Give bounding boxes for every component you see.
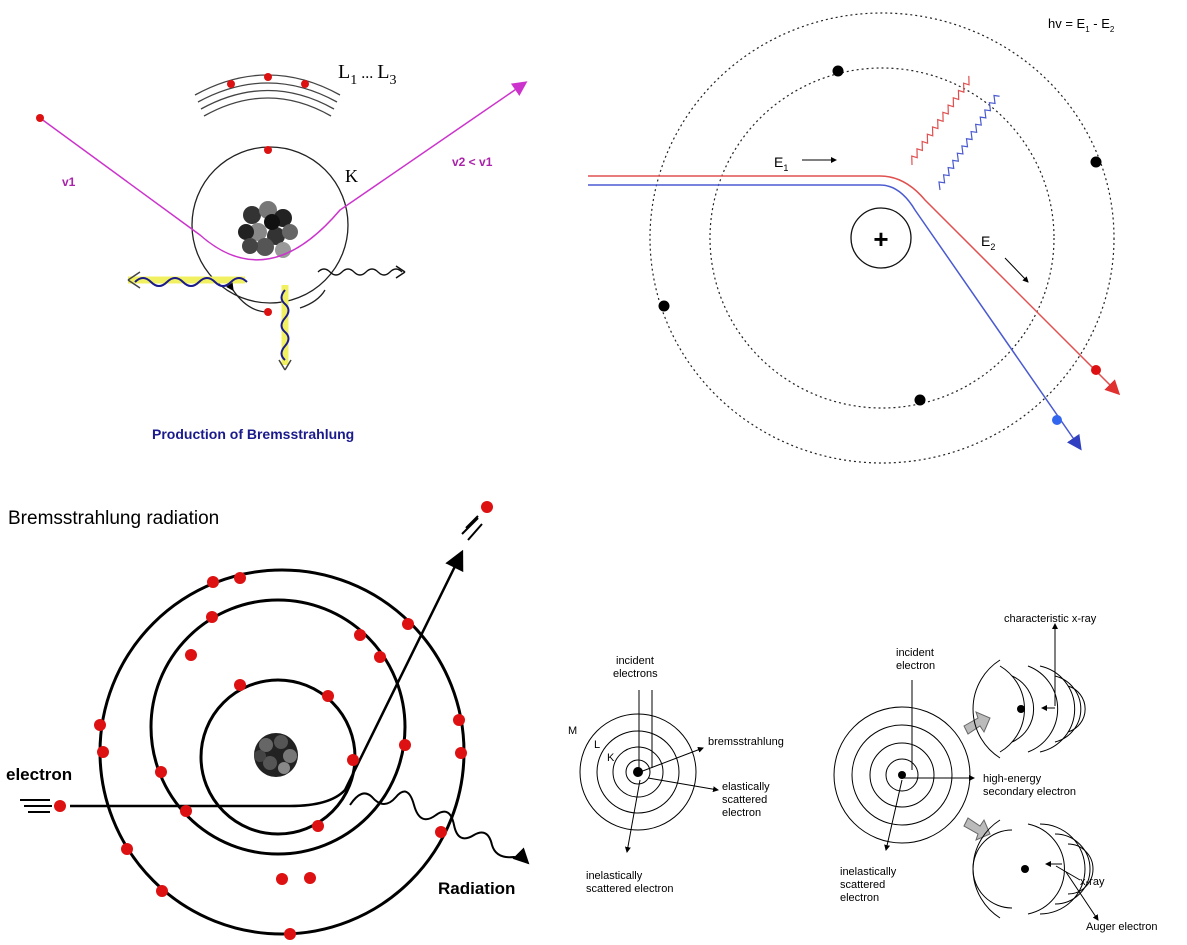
nucleus xyxy=(1021,865,1029,873)
inelastic-label: electron xyxy=(840,892,879,904)
nucleus-plus: + xyxy=(873,224,888,254)
caption-production-of-bremsstrahlung: Production of Bremsstrahlung xyxy=(152,426,354,442)
incident-label: incident xyxy=(616,655,654,667)
auger-arrow xyxy=(1065,871,1099,921)
incoming-electron xyxy=(20,799,66,813)
radiation-wave xyxy=(349,790,530,865)
nucleus xyxy=(254,733,298,777)
electron-blue xyxy=(1052,415,1062,425)
electron-dot xyxy=(227,80,235,88)
bremsstrahlung-label: bremsstrahlung xyxy=(708,736,784,748)
elastic-arrow xyxy=(647,777,719,793)
electron-path xyxy=(70,549,464,808)
inelastic-arrow xyxy=(884,779,903,851)
shell-label-l: L1...L3 xyxy=(338,61,396,88)
shell-k-label: K xyxy=(607,752,615,764)
electron-dot xyxy=(658,300,670,312)
photon-wave-down xyxy=(278,285,292,371)
nucleus xyxy=(898,771,906,779)
inelastic-label: inelastically xyxy=(840,866,897,878)
photon-wave-blue xyxy=(938,94,1000,191)
e1-label: E1 xyxy=(774,154,788,173)
orbit-electrons xyxy=(94,572,467,940)
electron-label: electron xyxy=(896,660,935,672)
middle-orbit xyxy=(149,598,407,856)
outgoing-electron xyxy=(461,501,493,541)
nucleus xyxy=(1017,705,1025,713)
shell-l-label: L xyxy=(594,739,600,751)
nucleus xyxy=(238,201,298,258)
elastic-label: elastically xyxy=(722,781,770,793)
electron-label: electron xyxy=(6,765,72,784)
electron-dot xyxy=(914,394,926,406)
elastic-label: electron xyxy=(722,807,761,819)
energy-formula: hv = E1 - E2 xyxy=(1048,16,1115,34)
electron-dot xyxy=(264,146,272,154)
atom-lower-arcs xyxy=(972,819,1094,919)
electron-red xyxy=(1091,365,1101,375)
radiation-label: Radiation xyxy=(438,879,515,898)
panel-secondary-processes: incident electron high-energy secondary … xyxy=(833,613,1158,933)
shell-rings xyxy=(579,713,697,831)
xray-line xyxy=(1055,865,1081,881)
electron-dot xyxy=(1090,156,1102,168)
electron-dot xyxy=(264,308,272,316)
photon-wave-left xyxy=(127,271,248,289)
k-shell-label: K xyxy=(345,166,358,186)
inelastic-label: inelastically xyxy=(586,870,643,882)
auger-electron-label: Auger electron xyxy=(1086,921,1158,933)
nucleus xyxy=(633,767,643,777)
electron-dot xyxy=(832,65,844,77)
v2-label: v2 < v1 xyxy=(452,155,493,169)
bremsstrahlung-arrow xyxy=(639,746,704,773)
photon-wave-right xyxy=(317,265,406,279)
inner-shell xyxy=(709,67,1055,409)
e2-arrow xyxy=(1004,257,1029,283)
xray-label: x-ray xyxy=(1080,876,1105,888)
electron-dot xyxy=(264,73,272,81)
outer-shell xyxy=(649,12,1115,464)
shell-m-label: M xyxy=(568,725,577,737)
elastic-label: scattered xyxy=(722,794,767,806)
incident-electron xyxy=(36,114,44,122)
v1-label: v1 xyxy=(62,175,76,189)
high-energy-label: high-energy xyxy=(983,773,1042,785)
block-arrow-up xyxy=(963,711,991,735)
inelastic-arrow xyxy=(624,779,641,853)
electrons-label: electrons xyxy=(613,668,658,680)
electron-path-red xyxy=(588,175,1121,396)
electron-path-blue xyxy=(588,184,1082,451)
characteristic-xray-label: characteristic x-ray xyxy=(1004,613,1097,625)
photon-wave-red xyxy=(911,75,970,166)
shell-transition-arc xyxy=(299,289,326,309)
electron-path xyxy=(39,81,528,261)
incident-label: incident xyxy=(896,647,934,659)
atom-upper-arcs xyxy=(972,659,1086,759)
inelastic-label: scattered electron xyxy=(586,883,673,895)
inelastic-label: scattered xyxy=(840,879,885,891)
panel-electron-interactions: incident electrons M L K bremsstrahlung … xyxy=(568,655,784,895)
electron-dot xyxy=(301,80,309,88)
nucleus-circle xyxy=(850,207,912,269)
panel-energy-diagram: + E1 E2 hv = E1 - E2 xyxy=(588,12,1121,464)
panel-bremsstrahlung-radiation: Bremsstrahlung radiation electron Radiat… xyxy=(6,501,530,940)
high-energy-label: secondary electron xyxy=(983,786,1076,798)
title-bremsstrahlung-radiation: Bremsstrahlung radiation xyxy=(8,508,219,529)
panel-production-of-bremsstrahlung: L1...L3 K v1 v2 < v1 xyxy=(36,61,528,442)
l-shell-arcs xyxy=(194,74,341,117)
e2-label: E2 xyxy=(981,233,995,252)
block-arrow-down xyxy=(963,817,991,841)
